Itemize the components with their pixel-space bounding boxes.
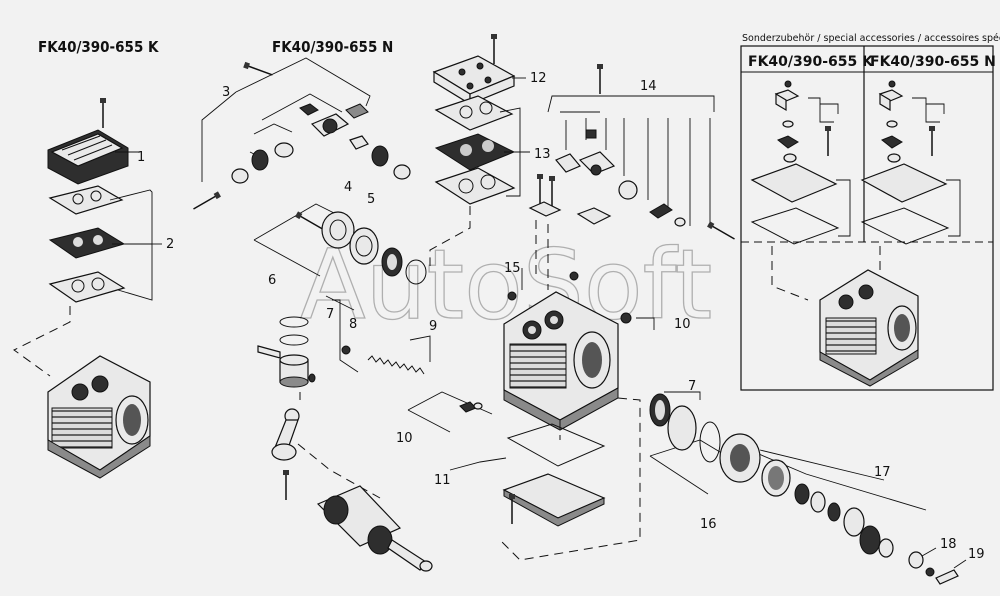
- shaft-seal-4-5: [349, 135, 411, 180]
- accessories-col-n: FK40/390-655 N: [870, 54, 996, 70]
- callout-9: 9: [429, 319, 437, 334]
- callout-7-top: 7: [326, 307, 334, 322]
- bearing-cover-6: [294, 210, 427, 285]
- callout-8: 8: [349, 317, 357, 332]
- callout-2: 2: [166, 237, 174, 252]
- callout-10-right: 10: [674, 317, 691, 332]
- valve-assembly-3: [191, 61, 369, 213]
- accessories-header: Sonderzubehör / special accessories / ac…: [742, 33, 1000, 44]
- accessory-unloader-k: [750, 80, 851, 245]
- callout-4: 4: [344, 180, 352, 195]
- title-model-n: FK40/390-655 N: [272, 38, 393, 56]
- crankshaft: [316, 485, 433, 572]
- accessory-crankcase: [819, 269, 919, 387]
- callout-15: 15: [504, 261, 521, 276]
- crankcase-k: [47, 355, 151, 479]
- connecting-rod: [271, 408, 300, 501]
- pulley-parts-17: [794, 483, 894, 558]
- callout-10-left: 10: [396, 431, 413, 446]
- bolt-19: [925, 559, 967, 585]
- plug-10: [459, 401, 483, 413]
- gasket-set-n: [434, 95, 516, 205]
- callout-18: 18: [940, 537, 957, 552]
- cylinder-head-k: [47, 97, 129, 185]
- piston-group-8: [257, 316, 316, 388]
- washer-18: [908, 547, 937, 569]
- callout-12: 12: [530, 71, 547, 86]
- callout-16: 16: [700, 517, 717, 532]
- callout-19: 19: [968, 547, 985, 562]
- bottom-plate-11: [502, 423, 606, 527]
- callout-7-right: 7: [688, 379, 696, 394]
- callout-13: 13: [534, 147, 551, 162]
- accessories-col-k: FK40/390-655 K: [748, 54, 874, 70]
- cylinder-head-n: [432, 33, 516, 106]
- callout-11: 11: [434, 473, 451, 488]
- callout-5: 5: [367, 192, 375, 207]
- callout-17: 17: [874, 465, 891, 480]
- title-model-k: FK40/390-655 K: [38, 38, 159, 56]
- unloader-assembly-14: [528, 63, 737, 243]
- spring-9: [341, 345, 425, 375]
- shaft-seal-assembly-7: [649, 393, 721, 463]
- callout-14: 14: [640, 79, 657, 94]
- callout-3: 3: [222, 85, 230, 100]
- callout-6: 6: [268, 273, 276, 288]
- accessory-unloader-n: [860, 80, 961, 245]
- crankcase-n: [503, 271, 632, 431]
- accessories-box: [740, 45, 994, 391]
- callout-1: 1: [137, 150, 145, 165]
- bearing-flange-16: [719, 433, 791, 497]
